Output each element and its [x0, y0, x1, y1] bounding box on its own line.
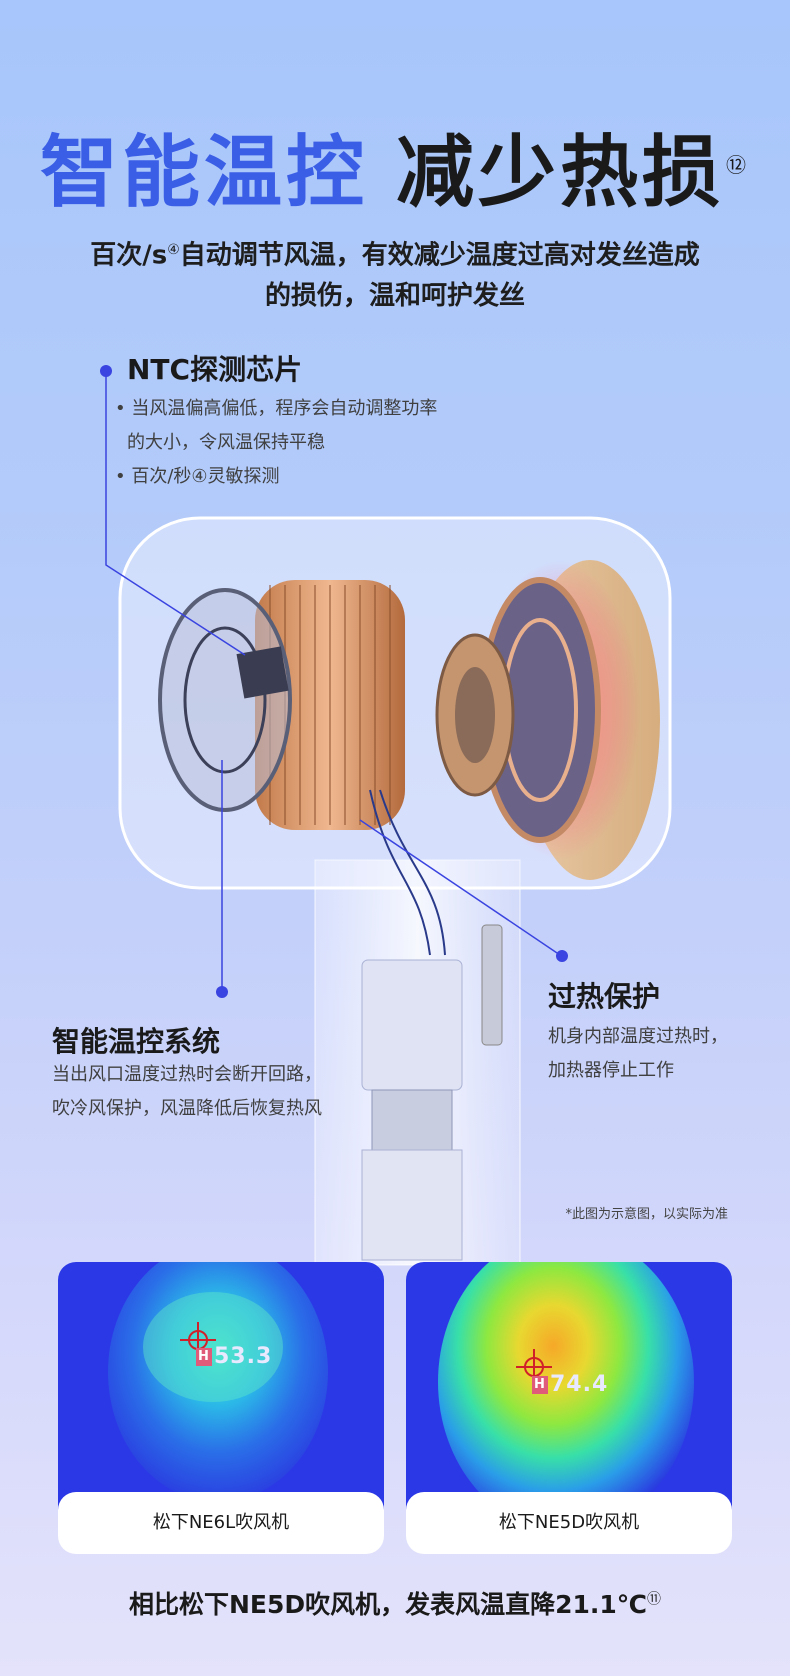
- ntc-dot: [100, 365, 112, 377]
- thermal-heatmap-ne5d: [406, 1262, 732, 1532]
- smart-line1: 当出风口温度过热时会断开回路，: [52, 1064, 322, 1085]
- subtitle: 百次/s④自动调节风温，有效减少温度过高对发丝造成 的损伤，温和呵护发丝: [40, 230, 750, 316]
- ntc-pointer-line: [105, 370, 246, 656]
- subtitle-line1-b: 自动调节风温，有效减少温度过高对发丝造成: [179, 240, 700, 271]
- overheat-pointer-line: [359, 819, 561, 956]
- overheat-line1: 机身内部温度过热时，: [548, 1026, 728, 1047]
- ntc-description: • 当风温偏高偏低，程序会自动调整功率 的大小，令风温保持平稳 • 百次/秒④灵…: [115, 392, 495, 494]
- caption-ne6l: 松下NE6L吹风机: [58, 1492, 384, 1554]
- temp-value: 53.3: [214, 1344, 273, 1369]
- disclaimer: *此图为示意图，以实际为准: [565, 1207, 728, 1222]
- subtitle-line2: 的损伤，温和呵护发丝: [264, 280, 525, 311]
- comparison-statement: 相比松下NE5D吹风机，发表风温直降21.1℃⑪: [0, 1585, 790, 1621]
- headline-main: 减少热损: [396, 128, 725, 218]
- temp-marker: H: [196, 1348, 212, 1366]
- subtitle-footnote: ④: [167, 242, 180, 258]
- thermal-heatmap-ne6l: [58, 1262, 384, 1532]
- subtitle-line1-a: 百次/s: [90, 240, 168, 271]
- dryer-motor: [361, 959, 463, 1091]
- overheat-dot: [556, 950, 568, 962]
- temp-marker: H: [532, 1376, 548, 1394]
- smart-line2: 吹冷风保护，风温降低后恢复热风: [52, 1098, 322, 1119]
- caption-ne5d: 松下NE5D吹风机: [406, 1492, 732, 1554]
- temp-value: 74.4: [550, 1372, 609, 1397]
- comparison-text: 相比松下NE5D吹风机，发表风温直降21.1℃: [128, 1590, 648, 1619]
- smart-dot: [216, 986, 228, 998]
- comparison-footnote: ⑪: [647, 1591, 662, 1608]
- overheat-line2: 加热器停止工作: [548, 1060, 674, 1081]
- overheat-description: 机身内部温度过热时， 加热器停止工作: [548, 1020, 748, 1088]
- headline-footnote: ⑫: [726, 153, 751, 177]
- air-outlet-frame: [158, 588, 292, 812]
- headline-accent: 智能温控: [39, 128, 368, 218]
- overheat-title: 过热保护: [548, 980, 661, 1013]
- ntc-bullet1-line1: • 当风温偏高偏低，程序会自动调整功率: [115, 398, 438, 419]
- ntc-title: NTC探测芯片: [127, 353, 303, 386]
- ntc-bullet1-line2: 的大小，令风温保持平稳: [127, 432, 325, 453]
- smart-description: 当出风口温度过热时会断开回路， 吹冷风保护，风温降低后恢复热风: [52, 1058, 372, 1126]
- ntc-bullet2: • 百次/秒④灵敏探测: [115, 466, 280, 487]
- smart-title: 智能温控系统: [52, 1025, 221, 1058]
